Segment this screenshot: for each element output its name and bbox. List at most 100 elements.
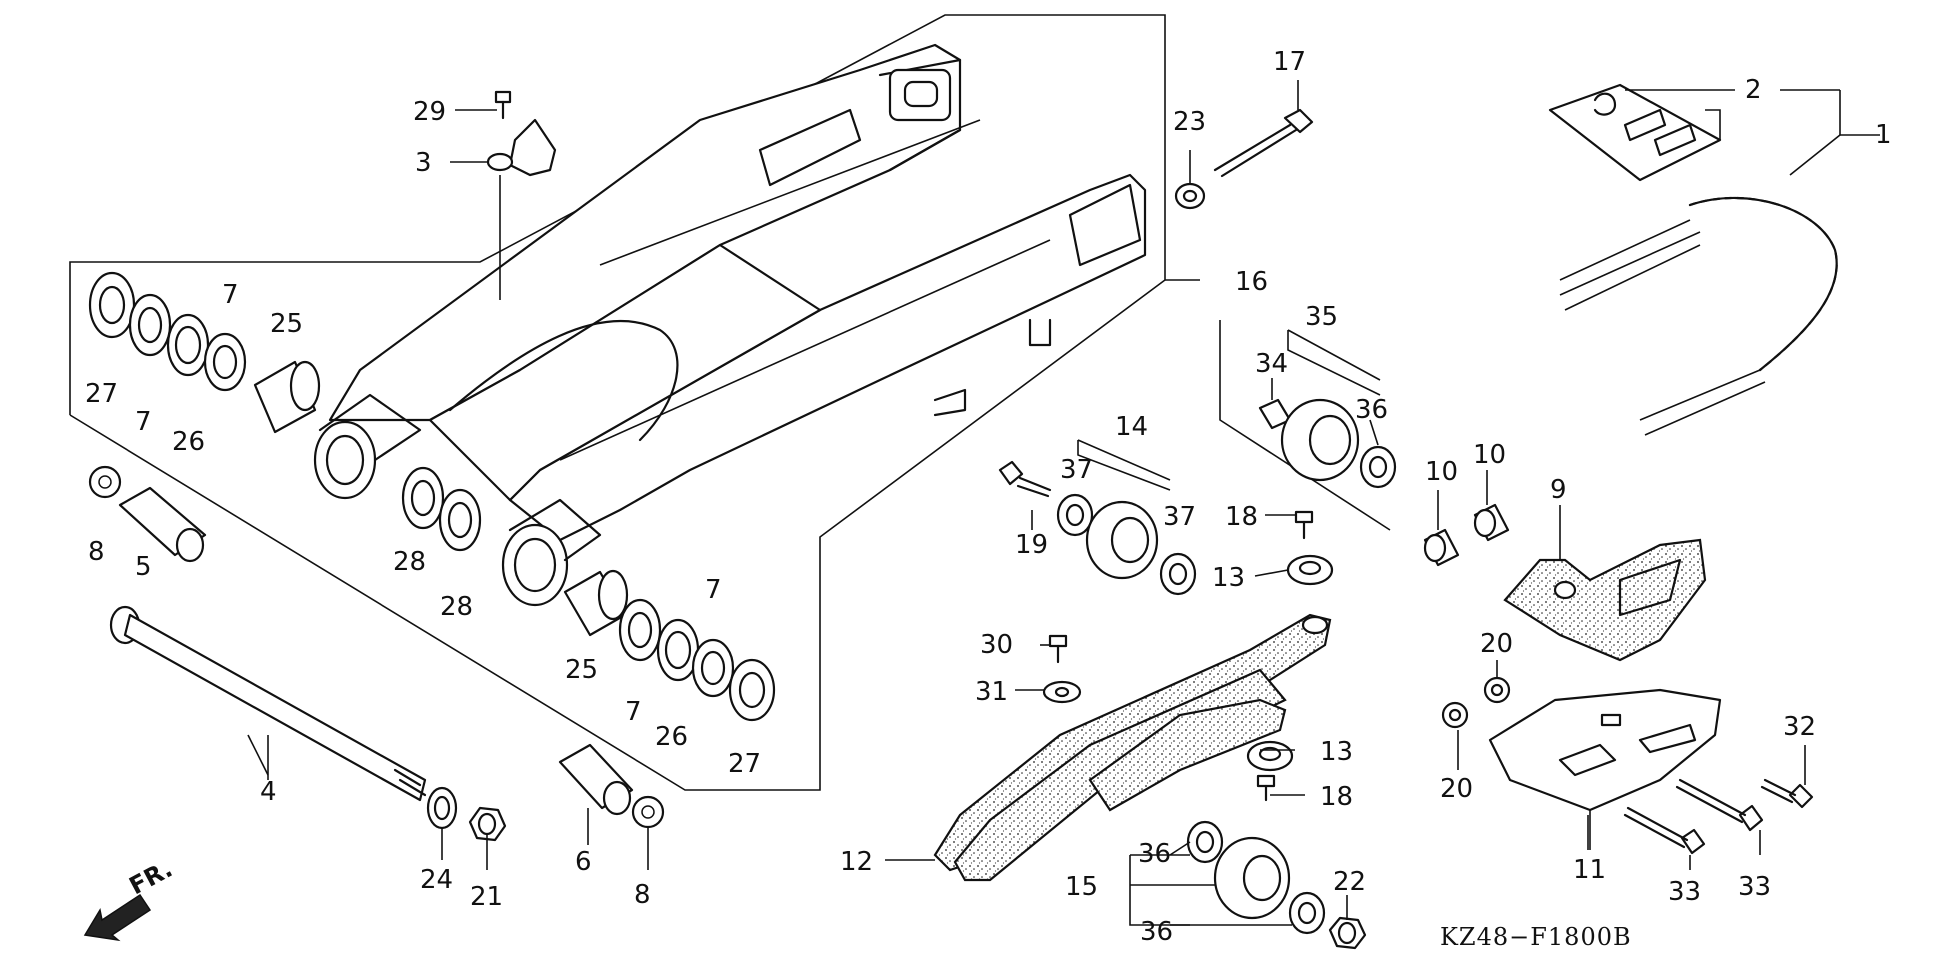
screw-18-upper [1294, 510, 1314, 540]
label-14: 14 [1115, 412, 1148, 442]
collar-5 [118, 486, 207, 563]
roller-15 [1213, 836, 1291, 920]
label-6: 6 [575, 847, 592, 877]
bolt-33-upper [1675, 778, 1764, 832]
label-8-a: 8 [88, 537, 105, 567]
label-12: 12 [840, 847, 873, 877]
label-27-b: 27 [728, 749, 761, 779]
label-32: 32 [1783, 712, 1816, 742]
nut-23 [1174, 150, 1206, 210]
group-boundary-lines [69, 14, 1391, 791]
rubber-13-upper [1286, 554, 1334, 586]
label-20-b: 20 [1440, 774, 1473, 804]
roller-35 [1280, 398, 1360, 482]
label-7-a: 7 [222, 280, 239, 310]
needle-bearing-25-right [563, 569, 629, 637]
leader-lines [247, 89, 1880, 926]
label-7-b: 7 [135, 407, 152, 437]
label-25-a: 25 [270, 309, 303, 339]
screw-18-lower [1256, 774, 1276, 802]
nut-21 [468, 806, 507, 842]
label-31: 31 [975, 677, 1008, 707]
label-28-a: 28 [393, 547, 426, 577]
washer-8-left [88, 465, 122, 499]
roller-14 [1085, 500, 1159, 580]
label-26-a: 26 [172, 427, 205, 457]
label-33-a: 33 [1668, 877, 1701, 907]
bearing-36-lower-a [1186, 820, 1224, 864]
label-17: 17 [1273, 47, 1306, 77]
label-18-b: 18 [1320, 782, 1353, 812]
label-10-b: 10 [1473, 440, 1506, 470]
washer-7-left-a [128, 293, 172, 357]
label-30: 30 [980, 630, 1013, 660]
label-35: 35 [1305, 302, 1338, 332]
dust-seal-27-right [728, 658, 776, 722]
washer-31 [1042, 680, 1082, 704]
label-36-b: 36 [1138, 839, 1171, 869]
label-16: 16 [1235, 267, 1268, 297]
bolt-17 [1213, 80, 1314, 178]
label-18-a: 18 [1225, 502, 1258, 532]
label-24: 24 [420, 865, 453, 895]
nut-22 [1328, 916, 1367, 950]
label-13-a: 13 [1212, 563, 1245, 593]
chain-guide-clamp [486, 118, 557, 300]
label-22: 22 [1333, 867, 1366, 897]
chain-guide-11 [1488, 688, 1722, 850]
bolt-33-lower [1623, 806, 1706, 855]
label-5: 5 [135, 552, 152, 582]
collar-6 [558, 743, 634, 816]
nut-20-lower [1441, 701, 1469, 729]
bolt-29 [494, 90, 512, 120]
label-28-b: 28 [440, 592, 473, 622]
bolt-32 [1760, 778, 1814, 809]
bearing-37-b [1159, 552, 1197, 596]
dust-seal-27-left [88, 271, 136, 339]
label-33-b: 33 [1738, 872, 1771, 902]
label-37-a: 37 [1060, 455, 1093, 485]
label-25-b: 25 [565, 655, 598, 685]
label-15: 15 [1065, 872, 1098, 902]
label-13-b: 13 [1320, 737, 1353, 767]
drive-chain-1 [1548, 83, 1838, 436]
part-number-labels: 1 2 3 4 5 6 7 7 7 7 8 8 9 10 10 11 12 13… [85, 47, 1892, 947]
chain-slider-12 [933, 613, 1332, 882]
washer-7-right-b [691, 638, 735, 698]
label-4: 4 [260, 777, 277, 807]
needle-bearing-25-left [253, 360, 321, 434]
washer-7-right-a [618, 598, 662, 662]
label-10-a: 10 [1425, 457, 1458, 487]
label-27-a: 27 [85, 379, 118, 409]
label-36-c: 36 [1140, 917, 1173, 947]
label-7-d: 7 [625, 697, 642, 727]
label-29: 29 [413, 97, 446, 127]
label-3: 3 [415, 148, 432, 178]
label-11: 11 [1573, 855, 1606, 885]
washer-8-right [631, 795, 665, 829]
rubber-13-lower [1246, 740, 1294, 772]
diagram-code: KZ48−F1800B [1440, 923, 1632, 951]
label-20-a: 20 [1480, 629, 1513, 659]
front-label: FR. [125, 855, 177, 901]
label-7-c: 7 [705, 575, 722, 605]
washer-7-left-b [203, 332, 247, 392]
screw-30 [1048, 634, 1068, 664]
swingarm-body [313, 43, 1147, 607]
bearing-37-a [1056, 493, 1094, 537]
label-36-a: 36 [1355, 395, 1388, 425]
washer-24 [426, 786, 458, 830]
front-direction-arrow [83, 893, 152, 942]
collar-10-a [1423, 528, 1460, 567]
bearing-36-upper [1359, 445, 1397, 489]
bearing-36-lower-b [1288, 891, 1326, 935]
label-26-b: 26 [655, 722, 688, 752]
label-2: 2 [1745, 75, 1762, 105]
nut-20-upper [1483, 676, 1511, 704]
chain-guide-slider-9 [1503, 538, 1707, 662]
bolt-19 [998, 460, 1052, 498]
label-21: 21 [470, 882, 503, 912]
collar-10-b [1473, 503, 1510, 542]
